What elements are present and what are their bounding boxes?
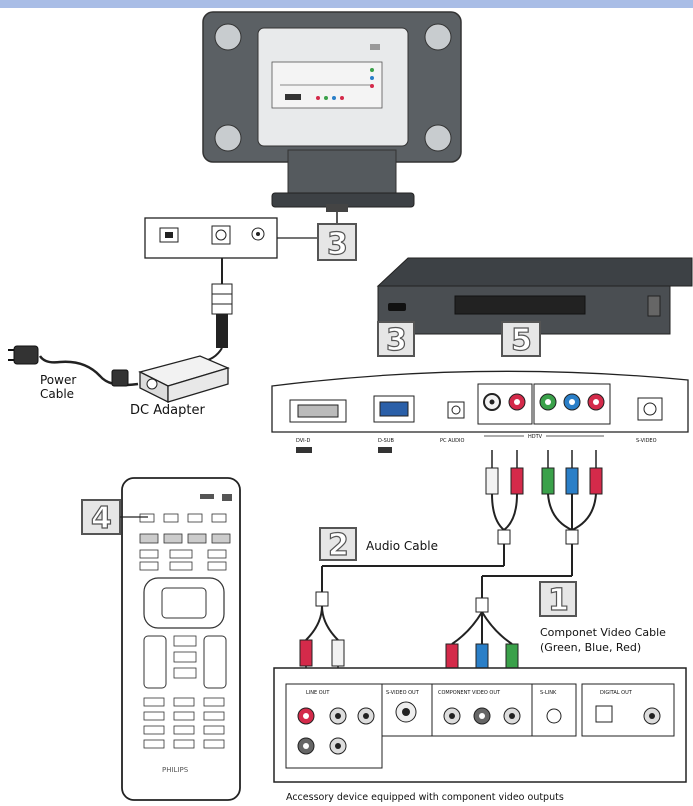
audio-plugs-top (321, 450, 524, 592)
callout-4-text: 4 (91, 501, 112, 536)
power-port-panel (144, 217, 318, 259)
accessory-device-front (376, 257, 693, 335)
top-banner (0, 0, 693, 8)
callout-2-text: 2 (328, 528, 349, 563)
monitor-input-panel (271, 370, 689, 433)
monitor-rear (202, 11, 462, 163)
remote-brand-logo: PHILIPS (162, 766, 189, 774)
audio-cable-label: Audio Cable (366, 539, 438, 553)
component-cable-lower (445, 597, 519, 684)
dc-adapter-label: DC Adapter (130, 403, 205, 418)
component-cable-label-1: Componet Video Cable (540, 626, 666, 639)
remote-control: PHILIPS (121, 477, 241, 801)
dc-adapter (138, 355, 230, 404)
component-plugs-top (481, 450, 603, 598)
power-cable (8, 345, 139, 387)
callout-1-text: 1 (548, 583, 569, 618)
callout-5-text: 5 (511, 323, 532, 358)
callout-3-monitor: 3 (317, 223, 357, 263)
port-label-dsub: D-SUB (378, 438, 394, 444)
device-label-line-out: LINE OUT (306, 690, 330, 696)
port-label-svideo: S-VIDEO (636, 438, 657, 444)
port-label-dvi: DVI-D (296, 438, 310, 444)
device-label-slink: S-LINK (540, 690, 557, 696)
accessory-caption: Accessory device equipped with component… (286, 792, 564, 803)
callout-4: 4 (81, 499, 148, 537)
power-cable-label-1: Power (40, 373, 76, 387)
callout-5: 5 (501, 321, 541, 359)
callout-1: 1 (539, 581, 577, 619)
component-cable-label-2: (Green, Blue, Red) (540, 641, 641, 654)
port-label-hdtv: HDTV (528, 434, 543, 440)
power-cable-label-2: Cable (40, 387, 74, 401)
dc-plug (199, 258, 233, 363)
device-label-component-out: COMPONENT VIDEO OUT (438, 690, 501, 696)
callout-2: 2 (319, 527, 357, 564)
accessory-rear-panel (273, 667, 687, 783)
monitor-stand (271, 149, 415, 212)
callout-3b-text: 3 (386, 323, 407, 358)
device-label-digital-out: DIGITAL OUT (600, 690, 633, 696)
callout-3-device: 3 (377, 321, 415, 359)
callout-3-text: 3 (327, 227, 348, 262)
port-label-pc-audio: PC AUDIO (440, 438, 465, 444)
device-label-svideo-out: S-VIDEO OUT (386, 690, 420, 696)
